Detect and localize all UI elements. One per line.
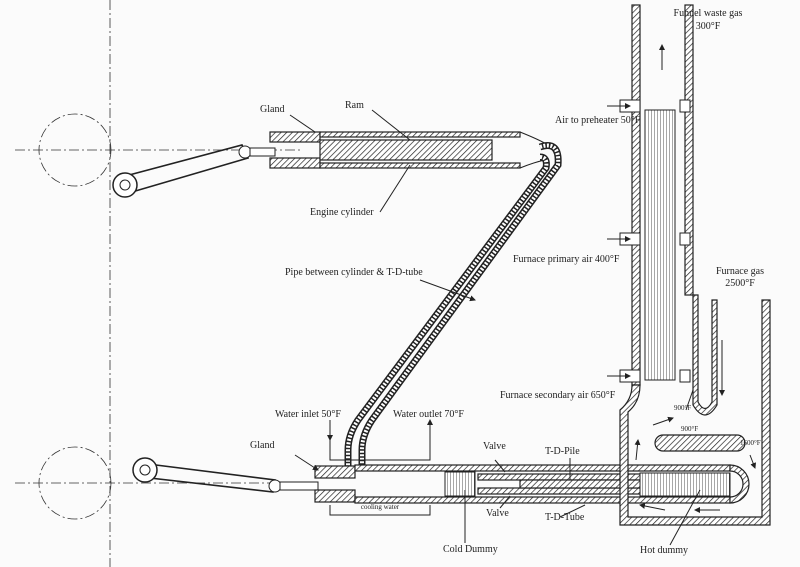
label-gland-bottom: Gland <box>250 440 274 451</box>
label-furnace-primary-air: Furnace primary air 400°F <box>513 254 620 265</box>
label-cold-dummy: Cold Dummy <box>443 544 498 555</box>
furnace <box>607 4 771 526</box>
label-cooling-water: cooling water <box>361 503 400 511</box>
label-furnace-gas: Furnace gas <box>716 266 764 277</box>
td-tube <box>314 430 750 516</box>
label-gland-top: Gland <box>260 104 284 115</box>
label-air-to-preheater: Air to preheater 50°F <box>555 115 641 126</box>
label-water-inlet: Water inlet 50°F <box>275 409 341 420</box>
label-engine-cylinder: Engine cylinder <box>310 207 374 218</box>
label-temp-900-b: 900°F <box>681 425 698 433</box>
label-water-outlet: Water outlet 70°F <box>393 409 464 420</box>
hot-dummy <box>639 472 731 497</box>
connecting-pipe <box>344 142 562 467</box>
ram <box>319 139 493 161</box>
label-temp-1600: 1600°F <box>740 439 761 447</box>
label-funnel-temp: 300°F <box>696 21 721 32</box>
label-pipe: Pipe between cylinder & T-D-tube <box>285 267 423 278</box>
label-hot-dummy: Hot dummy <box>640 545 688 556</box>
leader-lines <box>289 109 701 546</box>
bottom-crank <box>132 457 319 493</box>
label-ram: Ram <box>345 100 364 111</box>
label-furnace-secondary-air: Furnace secondary air 650°F <box>500 390 616 401</box>
engine-cylinder <box>269 131 549 169</box>
labels: Funnel waste gas 300°F Gland Ram Air to … <box>250 8 764 556</box>
label-valve-bottom: Valve <box>486 508 509 519</box>
label-td-pile: T-D-Pile <box>545 446 580 457</box>
label-valve-top: Valve <box>483 441 506 452</box>
label-funnel-waste-gas: Funnel waste gas <box>674 8 743 19</box>
cold-dummy <box>444 471 476 497</box>
top-crank <box>112 144 276 198</box>
preheater-tubes <box>644 109 676 381</box>
label-temp-900-a: 900°F <box>674 404 691 412</box>
label-furnace-gas-temp: 2500°F <box>725 278 755 289</box>
label-td-tube: T-D-Tube <box>545 512 585 523</box>
